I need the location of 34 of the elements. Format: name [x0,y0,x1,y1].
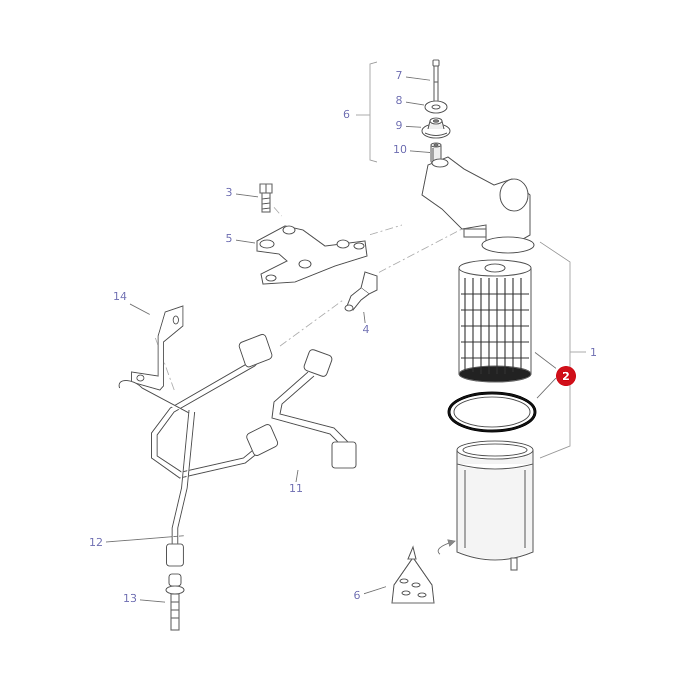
callout-number: 3 [222,186,236,200]
leader-line [406,102,424,106]
leader-line [406,126,422,128]
callout-number: 10 [390,143,410,157]
callout-number: 12 [86,536,106,550]
leader-line [236,193,258,198]
assembly-line [280,300,344,347]
callout-number: 4 [359,323,373,337]
callout-number: 14 [110,290,130,304]
leader-line [140,599,166,603]
leader-line [406,76,430,81]
callout-number: 6 [350,589,364,603]
assembly-line [274,206,282,216]
leader-line [410,150,430,153]
leader-line [236,240,256,244]
arrow [438,539,456,555]
callout-number: 9 [392,119,406,133]
leader-line [130,304,150,315]
callout-number: 13 [120,592,140,606]
assembly-line [370,224,402,236]
callout-number: 11 [286,482,306,496]
callout-number: 8 [392,94,406,108]
callout-number: 7 [392,69,406,83]
callout-number: 6 [343,108,350,122]
leader-line [534,352,556,369]
leader-line [296,470,298,482]
leader-line [363,312,366,324]
callout-badge: 2 [556,366,576,386]
callout-number: 5 [222,232,236,246]
leader-line [106,535,184,543]
leader-line [536,378,556,399]
callout-number: 1 [590,346,597,360]
assembly-line [378,228,462,273]
leader-line [364,586,386,594]
